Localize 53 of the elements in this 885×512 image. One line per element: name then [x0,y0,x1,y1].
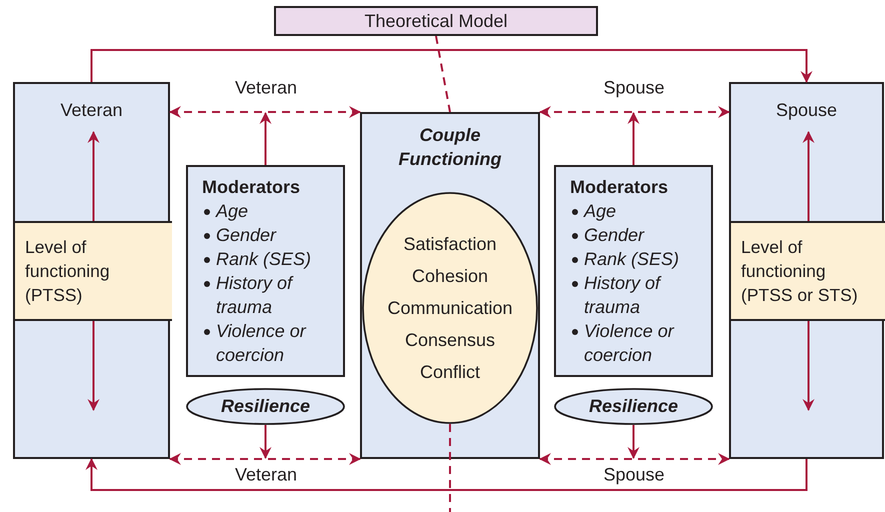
list-item: Gender [584,224,646,247]
arrow [628,425,640,459]
dashed-arrow [169,453,361,465]
title-box [274,6,598,36]
arrow [260,112,272,165]
arrow [628,112,640,165]
list-item: Age [216,200,250,223]
arrow [88,131,100,221]
panel-heading: Veteran [59,100,124,121]
arrow [802,131,814,221]
dimension-text: Cohesion [412,265,488,288]
dashed-line [449,424,451,512]
list-item: History of trauma [584,272,662,319]
dashed-arrow [539,453,730,465]
arrow [802,321,814,411]
arrow [90,49,812,83]
ellipse-node [362,192,538,424]
resilience-ellipse [554,388,713,425]
list-item: Violence or coercion [584,320,676,367]
list-item: Rank (SES) [216,248,312,271]
level-box [731,221,885,321]
person-panel [13,82,170,459]
moderators-box [554,165,713,377]
moderators-box [186,165,345,377]
level-box [15,221,172,321]
edge-label: Spouse [601,464,667,486]
couple-panel [360,112,540,459]
level-text: Level of functioning (PTSS or STS) [741,236,859,307]
list-item: Violence or coercion [216,320,308,367]
arrow [86,458,808,491]
panel-heading: Couple Functioning [398,124,502,171]
arrow [260,425,272,459]
dimension-text: Consensus [404,329,496,352]
arrow [88,321,100,411]
panel-heading: Spouse [774,100,838,121]
list-item: Age [584,200,618,223]
ellipse-text: Resilience [588,396,678,417]
list-heading: Moderators [202,176,302,199]
resilience-ellipse [186,388,345,425]
dimension-text: Conflict [420,361,480,384]
title-text: Theoretical Model [364,10,508,32]
list-item: History of trauma [216,272,294,319]
person-panel [729,82,884,459]
dimension-text: Communication [387,297,513,320]
edge-label: Spouse [601,78,667,98]
dashed-arrow [169,106,361,118]
level-text: Level of functioning (PTSS) [25,236,111,307]
ellipse-text: Resilience [220,396,310,417]
dashed-arrow [539,106,730,118]
dimension-text: Satisfaction [403,233,497,256]
list-item: Gender [216,224,278,247]
list-heading: Moderators [570,176,670,199]
list-item: Rank (SES) [584,248,680,271]
